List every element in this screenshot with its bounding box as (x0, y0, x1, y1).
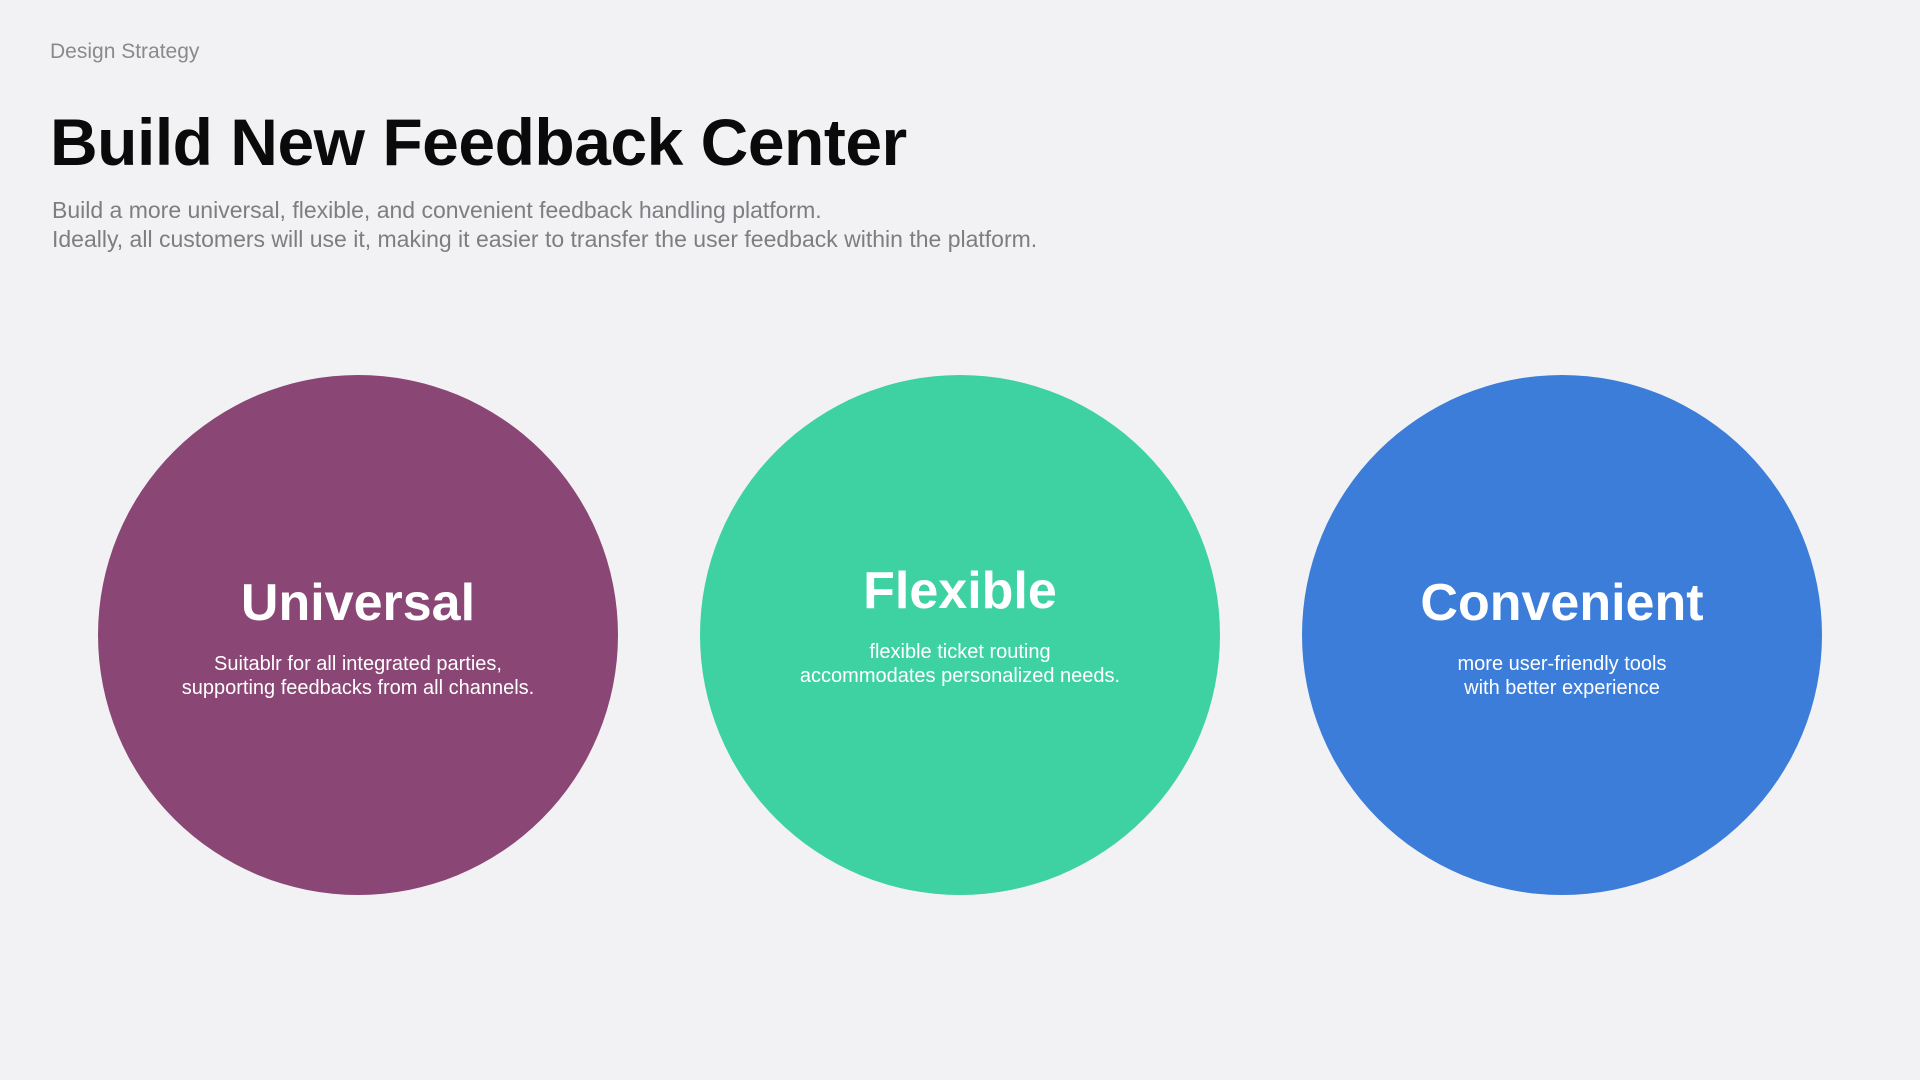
pillar-title: Convenient (1420, 574, 1704, 632)
pillar-description-line: flexible ticket routing (869, 641, 1051, 663)
pillar-title: Flexible (863, 562, 1057, 620)
section-label: Design Strategy (50, 40, 200, 63)
pillar-circle-universal: Universal Suitablr for all integrated pa… (98, 375, 618, 895)
subtitle-line: Build a more universal, flexible, and co… (52, 197, 822, 223)
pillar-description-line: more user-friendly tools (1457, 653, 1667, 675)
pillar-description-line: with better experience (1464, 677, 1660, 699)
pillar-description: flexible ticket routing accommodates per… (700, 640, 1220, 688)
pillar-description-line: accommodates personalized needs. (799, 665, 1121, 687)
subtitle-line: Ideally, all customers will use it, maki… (52, 226, 1038, 252)
pillar-circle-flexible: Flexible flexible ticket routing accommo… (700, 375, 1220, 895)
subtitle: Build a more universal, flexible, and co… (52, 196, 1037, 254)
pillar-description-line: Suitablr for all integrated parties, (214, 653, 502, 675)
pillar-circle-convenient: Convenient more user-friendly tools with… (1302, 375, 1822, 895)
pillar-description: more user-friendly tools with better exp… (1302, 652, 1822, 700)
pillar-title: Universal (240, 574, 476, 632)
pillar-description: Suitablr for all integrated parties, sup… (98, 652, 618, 700)
pillar-description-line: supporting feedbacks from all channels. (181, 677, 535, 699)
page-title: Build New Feedback Center (50, 105, 907, 179)
